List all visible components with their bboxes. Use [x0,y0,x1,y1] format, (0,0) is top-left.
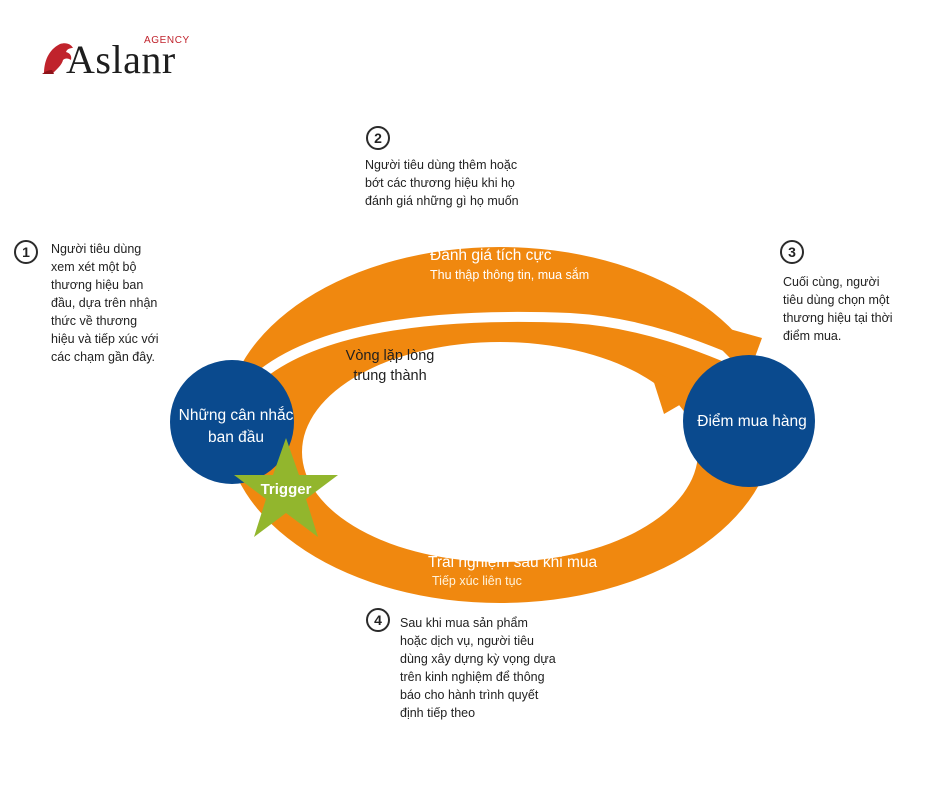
active-evaluation-subtitle: Thu thập thông tin, mua sắm [430,267,589,282]
step-1-description: Người tiêu dùng xem xét một bộ thương hi… [51,242,159,364]
trigger-label: Trigger [261,481,312,498]
lion-head-logo-icon [42,43,73,74]
post-purchase-title: Trải nghiệm sau khi mua [428,554,598,571]
step-2-number-badge: 2 [366,126,390,150]
step-4-description: Sau khi mua sản phẩm hoặc dịch vụ, người… [400,616,556,720]
step-1-number-badge: 1 [14,240,38,264]
active-evaluation-title: Đánh giá tích cực [430,247,552,264]
agency-logo[interactable]: Aslanr AGENCY [40,34,200,84]
trigger-star-icon [234,438,338,537]
step-4-number-badge: 4 [366,608,390,632]
initial-consideration-label-1: Những cân nhắc [179,407,294,424]
step-2-description: Người tiêu dùng thêm hoặc bớt các thương… [365,158,519,208]
initial-consideration-circle [170,360,294,484]
logo-wordmark: Aslanr [66,37,176,82]
initial-consideration-label-2: ban đầu [208,429,264,446]
step-3-description: Cuối cùng, người tiêu dùng chọn một thươ… [783,275,893,343]
post-purchase-subtitle: Tiếp xúc liên tục [432,574,522,588]
logo-agency-label: AGENCY [144,35,190,46]
purchase-point-circle [683,355,815,487]
ring-gap [234,311,763,402]
loyalty-loop-label-1: Vòng lặp lòng [346,348,435,364]
step-3-number-badge: 3 [780,240,804,264]
loop-arrowhead [650,370,702,414]
loyalty-loop-label-2: trung thành [353,368,426,384]
purchase-point-label: Điểm mua hàng [697,413,806,430]
